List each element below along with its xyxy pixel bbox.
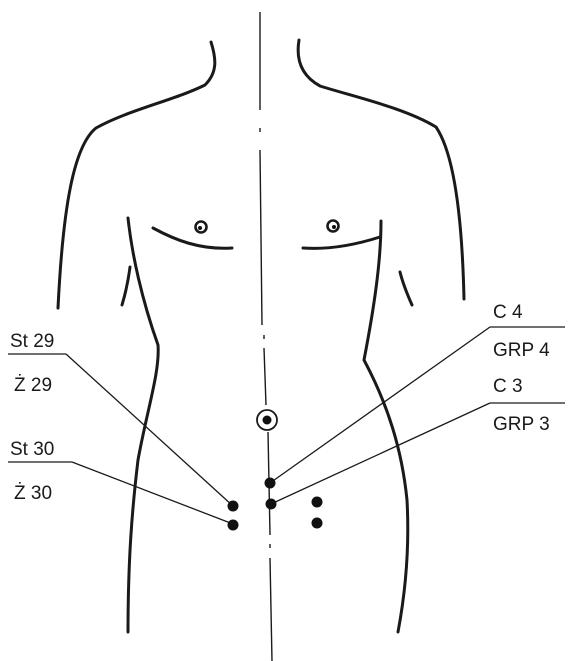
label-c3: C 3 xyxy=(493,376,523,397)
right-armpit-line xyxy=(400,272,412,305)
point-st30-right xyxy=(312,518,323,529)
label-z30: Ż 30 xyxy=(14,483,52,504)
point-st29-right xyxy=(312,497,323,508)
point-st29 xyxy=(228,501,239,512)
left-armpit-line xyxy=(122,267,130,305)
label-z29: Ż 29 xyxy=(14,375,52,396)
label-grp3: GRP 3 xyxy=(493,414,550,435)
point-st30 xyxy=(228,520,239,531)
c3-leader xyxy=(271,403,490,504)
point-c4 xyxy=(265,478,276,489)
points xyxy=(228,478,323,531)
navel xyxy=(257,410,277,430)
label-c4: C 4 xyxy=(493,302,523,323)
c4-leader xyxy=(270,327,490,483)
leader-lines xyxy=(8,327,565,524)
st29-leader xyxy=(66,354,233,506)
right-nipple xyxy=(328,221,339,232)
left-nipple xyxy=(196,222,207,233)
right-torso-side xyxy=(364,221,408,632)
point-c3 xyxy=(266,499,277,510)
right-chest-line xyxy=(303,237,380,248)
right-neck-shoulder xyxy=(298,40,464,299)
midline xyxy=(260,12,272,661)
labels: St 29 Ż 29 St 30 Ż 30 C 4 GRP 4 C 3 GRP … xyxy=(10,302,550,504)
st30-leader xyxy=(72,462,233,524)
body-outline xyxy=(58,40,464,632)
label-grp4: GRP 4 xyxy=(493,340,550,361)
label-st29: St 29 xyxy=(10,331,54,352)
label-st30: St 30 xyxy=(10,439,54,460)
left-chest-line xyxy=(153,228,232,248)
